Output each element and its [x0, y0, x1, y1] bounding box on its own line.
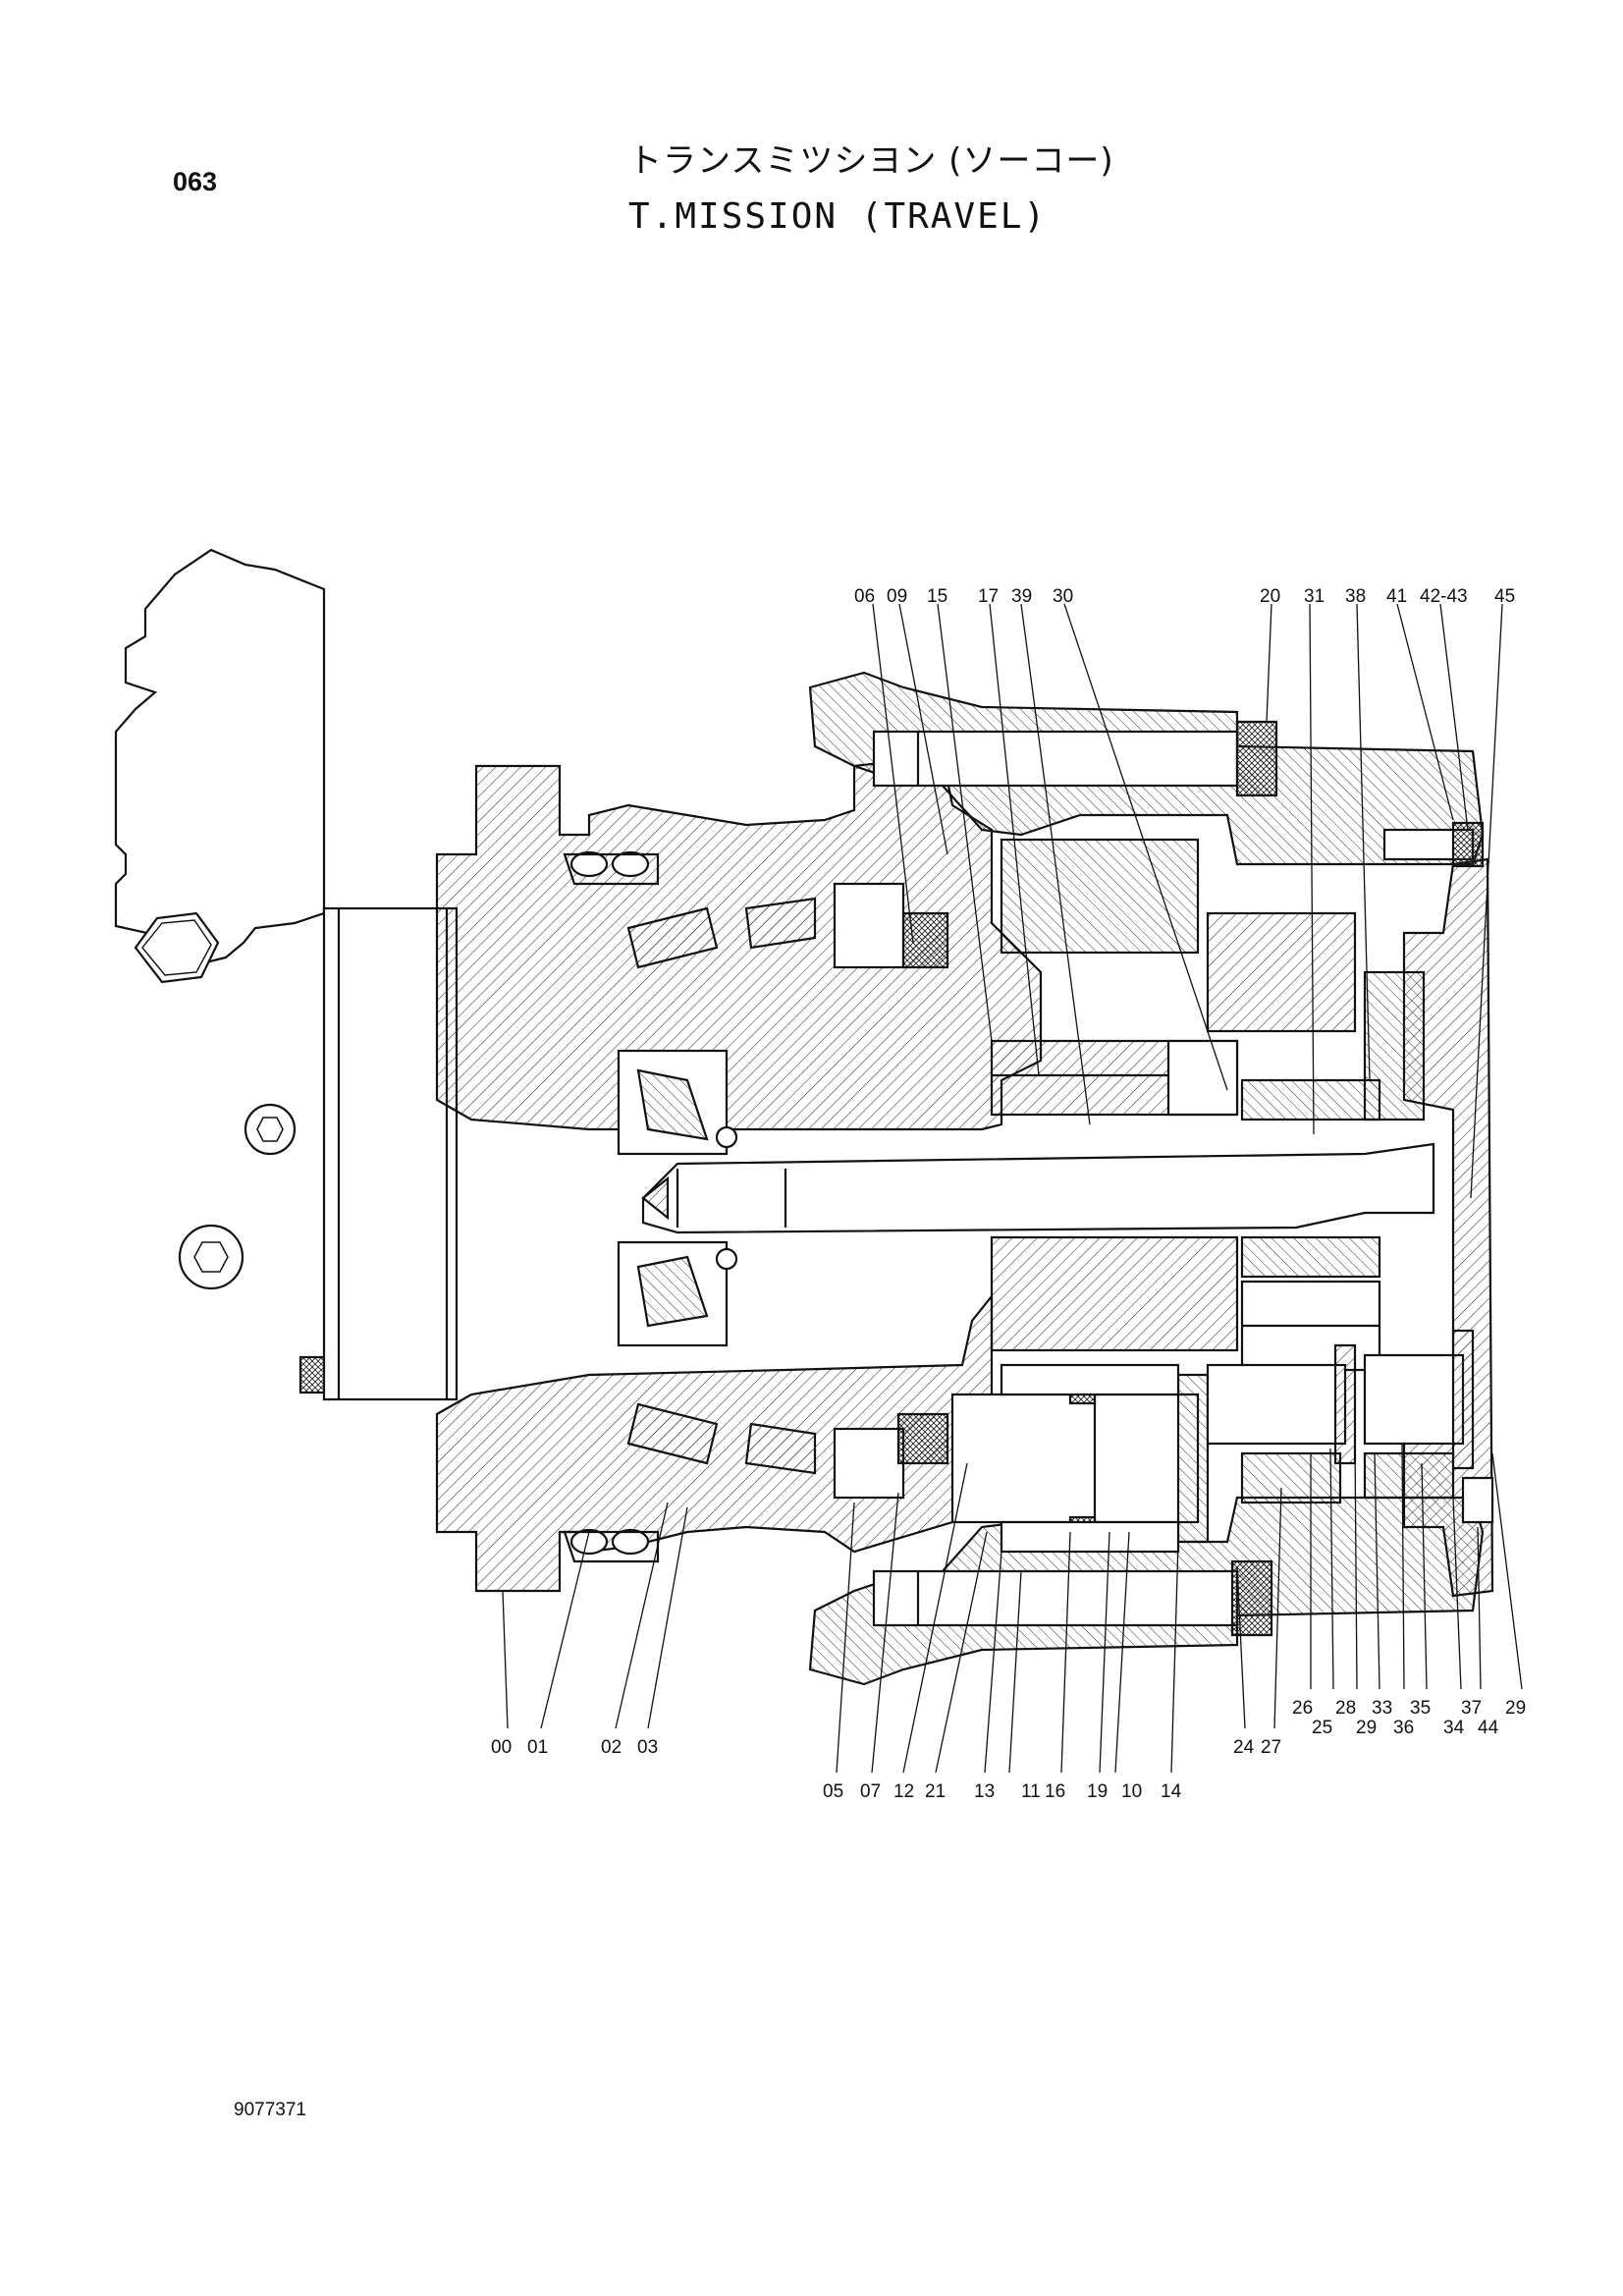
callout-33: 33	[1372, 1698, 1392, 1719]
callout-06: 06	[854, 586, 875, 607]
callout-37: 37	[1461, 1698, 1482, 1719]
callout-02: 02	[601, 1737, 622, 1758]
callout-11: 11	[1021, 1781, 1041, 1802]
callout-24: 24	[1233, 1737, 1255, 1758]
center-bearing-lower	[617, 1240, 738, 1347]
callout-38: 38	[1345, 586, 1366, 607]
callout-15: 15	[927, 586, 947, 607]
callouts-bottom-left: 00 01 02 03	[491, 1737, 658, 1758]
callout-17: 17	[978, 586, 999, 607]
leader-lines	[502, 603, 1523, 1774]
callout-29-b: 29	[1505, 1698, 1526, 1719]
callout-28: 28	[1335, 1698, 1356, 1719]
callout-42-43: 42-43	[1420, 586, 1468, 607]
port-plug-lower	[178, 1224, 244, 1290]
callout-29-a: 29	[1356, 1718, 1377, 1738]
callout-14: 14	[1161, 1781, 1182, 1802]
callout-00: 00	[491, 1737, 512, 1758]
main-bearing-lower	[626, 1402, 949, 1500]
callout-30: 30	[1053, 586, 1073, 607]
title-english: T.MISSION (TRAVEL)	[628, 196, 1048, 237]
callout-03: 03	[637, 1737, 658, 1758]
callout-34: 34	[1443, 1718, 1465, 1738]
center-bearing-upper	[617, 1049, 738, 1156]
callout-36: 36	[1393, 1718, 1414, 1738]
callout-01: 01	[527, 1737, 548, 1758]
page-number: 063	[173, 167, 218, 196]
housing-assembly	[114, 548, 1494, 1686]
callout-07: 07	[860, 1781, 881, 1802]
floating-seal-upper	[563, 850, 660, 886]
callout-05: 05	[823, 1781, 843, 1802]
callout-10: 10	[1121, 1781, 1142, 1802]
title-japanese: トランスミツシヨン (ソーコー)	[628, 141, 1114, 181]
callout-27: 27	[1261, 1737, 1281, 1758]
upper-long-bolt	[872, 730, 1239, 788]
hub-lower	[435, 1292, 1013, 1593]
callouts-top: 06 09 15 17 39 30 20 31 38 41 42-43 45	[854, 586, 1515, 607]
callouts-bottom-right: 24 27 26 25 28 29 33 36 35 34 37 44 29	[1233, 1698, 1526, 1758]
callout-26: 26	[1292, 1698, 1313, 1719]
callout-31: 31	[1304, 586, 1325, 607]
callout-09: 09	[887, 586, 907, 607]
cover-plug-lower	[1461, 1476, 1494, 1524]
callout-45: 45	[1494, 586, 1515, 607]
callout-44: 44	[1478, 1718, 1499, 1738]
port-plug-upper	[243, 1103, 297, 1156]
main-bearing-upper	[626, 882, 949, 969]
callout-19: 19	[1087, 1781, 1108, 1802]
callout-35: 35	[1410, 1698, 1431, 1719]
second-stage-pin	[1206, 1363, 1347, 1446]
drawing-number: 9077371	[234, 2100, 306, 2120]
planet-pin-lower	[950, 1393, 1200, 1524]
callout-21: 21	[925, 1781, 946, 1802]
floating-seal-lower	[563, 1528, 660, 1563]
callouts-bottom-mid: 05 07 12 21 13 11 16 19 10 14	[823, 1781, 1182, 1802]
hub-upper	[435, 754, 1043, 1131]
callout-25: 25	[1312, 1718, 1332, 1738]
ring-gear-upper	[1000, 838, 1200, 955]
callout-16: 16	[1045, 1781, 1065, 1802]
center-shaft	[641, 1142, 1435, 1234]
callout-12: 12	[893, 1781, 914, 1802]
callout-20: 20	[1260, 586, 1280, 607]
callout-41: 41	[1386, 586, 1407, 607]
motor-block	[114, 548, 326, 964]
callout-39: 39	[1011, 586, 1032, 607]
callout-13: 13	[974, 1781, 995, 1802]
sun-gear-block	[990, 1235, 1239, 1352]
lower-long-bolt	[872, 1569, 1239, 1627]
